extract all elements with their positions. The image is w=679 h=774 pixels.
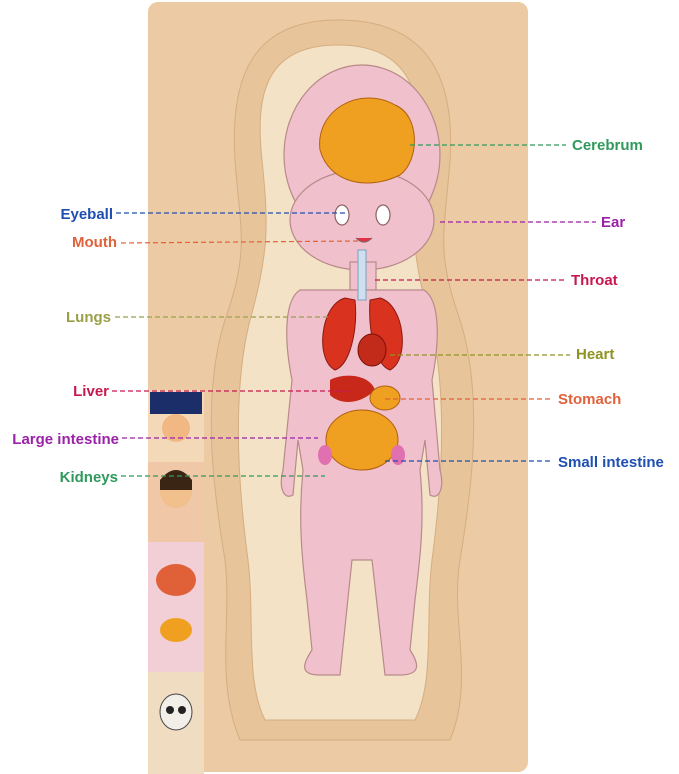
label-cerebrum: Cerebrum (572, 137, 643, 154)
kidney-left (318, 445, 332, 465)
label-heart: Heart (576, 346, 614, 363)
label-stomach: Stomach (558, 391, 621, 408)
layer-pieces-strip (148, 390, 204, 774)
label-large-intestine: Large intestine (12, 431, 119, 448)
kidney-right (391, 445, 405, 465)
label-mouth: Mouth (72, 234, 117, 251)
brain-cerebrum (319, 97, 415, 184)
heart (357, 333, 387, 367)
label-lungs: Lungs (66, 309, 111, 326)
label-kidneys: Kidneys (60, 469, 118, 486)
intestines (325, 409, 399, 471)
label-ear: Ear (601, 214, 625, 231)
label-eyeball: Eyeball (60, 206, 113, 223)
face (334, 204, 391, 243)
label-throat: Throat (571, 272, 618, 289)
liver (330, 375, 375, 402)
trachea (357, 249, 367, 301)
label-liver: Liver (73, 383, 109, 400)
label-small-intestine: Small intestine (558, 454, 664, 471)
stomach (369, 385, 401, 411)
